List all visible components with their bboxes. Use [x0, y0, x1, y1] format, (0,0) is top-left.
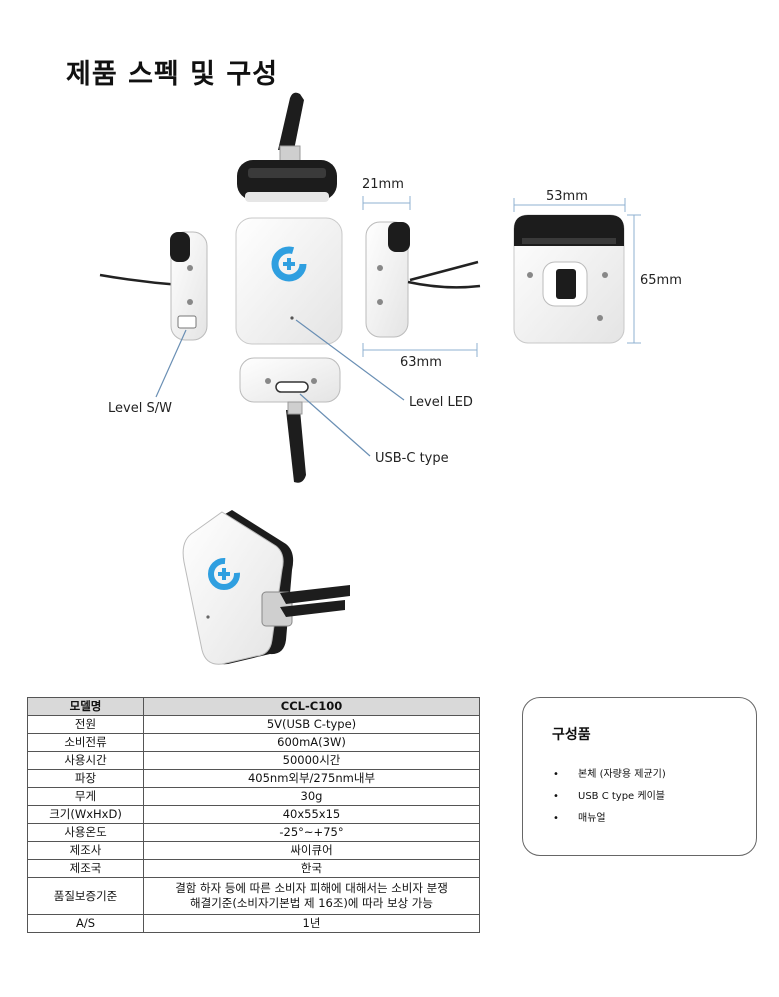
bullet: •: [553, 769, 559, 780]
spec-row: 소비전류 600mA(3W): [27, 733, 480, 752]
spec-table: 모델명 CCL-C100 전원 5V(USB C-type) 소비전류 600m…: [27, 697, 480, 933]
spec-value: 싸이큐어: [143, 841, 480, 860]
spec-row: 크기(WxHxD) 40x55x15: [27, 805, 480, 824]
usb-c-label: USB-C type: [375, 451, 449, 466]
components-list: • 본체 (자량용 제균기) • USB C type 케이블 • 매뉴얼: [553, 764, 666, 830]
spec-row: 제조사 싸이큐어: [27, 841, 480, 860]
spec-value-multiline: 결함 하자 등에 따른 소비자 피해에 대해서는 소비자 분쟁 해결기준(소비자…: [143, 877, 480, 915]
spec-label: 전원: [27, 715, 144, 734]
spec-header-label: 모델명: [27, 697, 144, 716]
bullet: •: [553, 791, 559, 802]
depth-dimension: 21mm: [362, 177, 404, 192]
spec-value: 1년: [143, 914, 480, 933]
spec-label: A/S: [27, 914, 144, 933]
spec-row: 사용온도 -25°~+75°: [27, 823, 480, 842]
device-perspective-view: [182, 510, 350, 665]
spec-value-line: 해결기준(소비자기본법 제 16조)에 따라 보상 가능: [190, 896, 433, 910]
spec-row: 제조국 한국: [27, 859, 480, 878]
spec-label: 품질보증기준: [27, 877, 144, 915]
component-label: 매뉴얼: [578, 813, 606, 824]
spec-value: 600mA(3W): [143, 733, 480, 752]
device-rear-view: [513, 214, 625, 344]
device-right-view: [365, 221, 481, 338]
spec-value: 한국: [143, 859, 480, 878]
list-item: • 매뉴얼: [553, 808, 666, 830]
spec-row: 품질보증기준 결함 하자 등에 따른 소비자 피해에 대해서는 소비자 분쟁 해…: [27, 877, 480, 915]
spec-label: 사용온도: [27, 823, 144, 842]
device-bottom-view: [239, 357, 341, 483]
device-top-view: [237, 92, 337, 202]
component-label: USB C type 케이블: [578, 791, 665, 802]
page-title: 제품 스펙 및 구성: [66, 59, 279, 90]
spec-row: 전원 5V(USB C-type): [27, 715, 480, 734]
spec-value: 40x55x15: [143, 805, 480, 824]
spec-value: 50000시간: [143, 751, 480, 770]
spec-value-line: 결함 하자 등에 따른 소비자 피해에 대해서는 소비자 분쟁: [175, 881, 448, 895]
components-title: 구성품: [552, 727, 591, 743]
spec-row: 사용시간 50000시간: [27, 751, 480, 770]
spec-label: 파장: [27, 769, 144, 788]
spec-label: 제조국: [27, 859, 144, 878]
front-width-dimension: 63mm: [400, 355, 442, 370]
spec-label: 무게: [27, 787, 144, 806]
spec-value: 30g: [143, 787, 480, 806]
spec-row: A/S 1년: [27, 914, 480, 933]
rear-width-dimension: 53mm: [546, 189, 588, 204]
list-item: • 본체 (자량용 제균기): [553, 764, 666, 786]
device-left-view: [99, 231, 208, 341]
height-dimension: 65mm: [640, 273, 682, 288]
bullet: •: [553, 813, 559, 824]
spec-row: 무게 30g: [27, 787, 480, 806]
spec-label: 제조사: [27, 841, 144, 860]
device-front-view: [235, 217, 343, 345]
component-label: 본체 (자량용 제균기): [578, 769, 666, 780]
spec-value: 405nm외부/275nm내부: [143, 769, 480, 788]
dimension-lines: [362, 196, 641, 357]
spec-value: 5V(USB C-type): [143, 715, 480, 734]
spec-label: 사용시간: [27, 751, 144, 770]
list-item: • USB C type 케이블: [553, 786, 666, 808]
spec-header-row: 모델명 CCL-C100: [27, 697, 480, 716]
level-led-label: Level LED: [409, 395, 473, 410]
level-sw-label: Level S/W: [108, 401, 172, 416]
usb-c-port: [275, 381, 309, 393]
callout-lines: [155, 319, 405, 457]
spec-header-value: CCL-C100: [143, 697, 480, 716]
spec-row: 파장 405nm외부/275nm내부: [27, 769, 480, 788]
components-box: 구성품 • 본체 (자량용 제균기) • USB C type 케이블 • 매뉴얼: [522, 697, 757, 856]
spec-label: 크기(WxHxD): [27, 805, 144, 824]
spec-label: 소비전류: [27, 733, 144, 752]
level-led-indicator: [290, 316, 294, 320]
spec-value: -25°~+75°: [143, 823, 480, 842]
product-diagram: 21mm 63mm 53mm 65mm Level S/W Level LED …: [99, 92, 682, 665]
